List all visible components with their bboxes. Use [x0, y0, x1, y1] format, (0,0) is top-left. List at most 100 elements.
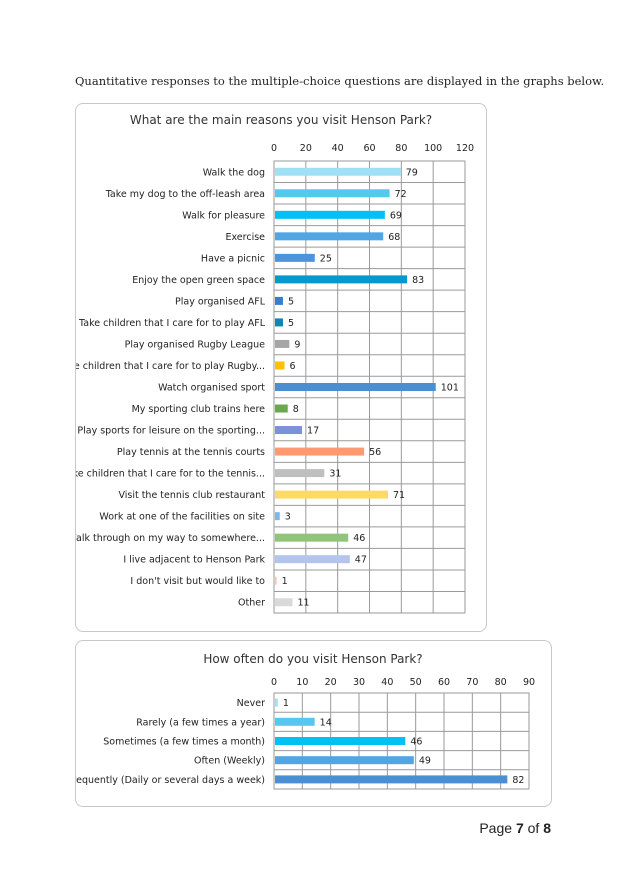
x-tick-label: 40 — [381, 677, 393, 688]
chart-title: What are the main reasons you visit Hens… — [130, 113, 432, 127]
category-label: Watch organised sport — [158, 383, 265, 394]
x-tick-label: 30 — [353, 677, 365, 688]
bar — [275, 737, 406, 745]
category-label: My sporting club trains here — [132, 404, 266, 415]
category-label: Visit the tennis club restaurant — [118, 490, 265, 501]
data-label: 72 — [395, 189, 407, 200]
bar — [275, 253, 315, 262]
x-tick-label: 120 — [456, 143, 474, 154]
bar — [275, 598, 293, 607]
frequency-chart: How often do you visit Henson Park? 0 10 20… — [75, 640, 552, 807]
bar — [275, 296, 283, 305]
x-tick-label: 0 — [271, 677, 277, 688]
plot-area — [273, 160, 466, 614]
category-label: Frequently (Daily or several days a week… — [76, 775, 265, 786]
data-label: 79 — [406, 167, 418, 178]
data-label: 47 — [355, 555, 367, 566]
data-label: 46 — [353, 533, 365, 544]
x-tick-label: 50 — [410, 677, 422, 688]
category-label: Walk for pleasure — [182, 210, 265, 221]
page-total: 8 — [543, 820, 551, 836]
bar — [275, 339, 290, 348]
bar — [275, 469, 325, 478]
x-tick-label: 10 — [296, 677, 308, 688]
bar — [275, 512, 280, 521]
x-tick-label: 80 — [495, 677, 507, 688]
bar — [275, 447, 365, 456]
data-label: 69 — [390, 210, 402, 221]
bar — [275, 232, 384, 241]
category-label: Take my dog to the off-leash area — [105, 189, 265, 200]
bar — [275, 490, 389, 499]
category-label: Walk the dog — [203, 167, 265, 178]
bar — [275, 426, 303, 435]
data-label: 46 — [410, 737, 422, 748]
category-label: Walk through on my way to somewhere... — [76, 533, 265, 544]
bar — [275, 775, 508, 784]
data-label: 8 — [293, 404, 299, 415]
x-tick-label: 20 — [300, 143, 312, 154]
data-label: 3 — [285, 512, 291, 523]
data-label: 1 — [282, 576, 288, 587]
x-tick-label: 60 — [363, 143, 375, 154]
data-label: 101 — [441, 383, 459, 394]
bar — [275, 555, 350, 564]
bar — [275, 404, 288, 413]
category-label: Take children that I care for to play Ru… — [76, 361, 265, 372]
page-footer: Page 7 of 8 — [479, 820, 551, 836]
category-label: Exercise — [225, 232, 265, 243]
bar — [275, 756, 414, 765]
data-label: 68 — [388, 232, 400, 243]
category-label: Never — [237, 698, 265, 709]
data-label: 5 — [288, 318, 294, 329]
data-label: 25 — [320, 253, 332, 264]
category-label: Take children that I care for to play AF… — [78, 318, 266, 329]
x-tick-label: 40 — [332, 143, 344, 154]
data-label: 82 — [512, 775, 524, 786]
data-label: 31 — [329, 469, 341, 480]
category-label: Enjoy the open green space — [132, 275, 265, 286]
category-label: Sometimes (a few times a month) — [103, 737, 265, 748]
data-label: 14 — [320, 717, 332, 728]
category-label: Play organised AFL — [175, 296, 266, 307]
bar — [275, 361, 285, 370]
bar — [275, 167, 401, 176]
data-label: 6 — [290, 361, 296, 372]
category-label: I don't visit but would like to — [130, 576, 265, 587]
data-label: 5 — [288, 296, 294, 307]
category-label: Work at one of the facilities on site — [99, 512, 265, 523]
x-tick-label: 70 — [466, 677, 478, 688]
bar — [275, 717, 315, 726]
category-label: Have a picnic — [201, 253, 265, 264]
of-word: of — [527, 820, 540, 836]
reasons-chart: What are the main reasons you visit Hens… — [75, 103, 487, 632]
data-label: 1 — [283, 698, 289, 709]
x-tick-label: 0 — [271, 143, 277, 154]
bar — [275, 189, 390, 198]
data-label: 9 — [294, 339, 300, 350]
bar — [275, 533, 349, 542]
category-label: Play organised Rugby League — [125, 339, 265, 350]
x-tick-label: 90 — [523, 677, 535, 688]
bar — [275, 576, 277, 585]
category-label: Rarely (a few times a year) — [136, 717, 265, 728]
plot-area — [273, 692, 530, 790]
x-tick-label: 100 — [424, 143, 442, 154]
data-label: 83 — [412, 275, 424, 286]
intro-text: Quantitative responses to the multiple-c… — [75, 74, 605, 88]
x-tick-label: 20 — [325, 677, 337, 688]
bar — [275, 210, 385, 219]
chart-title: How often do you visit Henson Park? — [203, 652, 422, 666]
category-label: Play sports for leisure on the sporting.… — [77, 426, 265, 437]
category-label: Play tennis at the tennis courts — [117, 447, 265, 458]
bar — [275, 275, 408, 284]
category-label: Often (Weekly) — [194, 756, 265, 767]
x-tick-label: 60 — [438, 677, 450, 688]
category-label: Take children that I care for to the ten… — [76, 469, 265, 480]
x-tick-label: 80 — [395, 143, 407, 154]
data-label: 17 — [307, 426, 319, 437]
data-label: 56 — [369, 447, 381, 458]
page-word: Page — [479, 820, 513, 836]
category-label: Other — [238, 598, 265, 609]
